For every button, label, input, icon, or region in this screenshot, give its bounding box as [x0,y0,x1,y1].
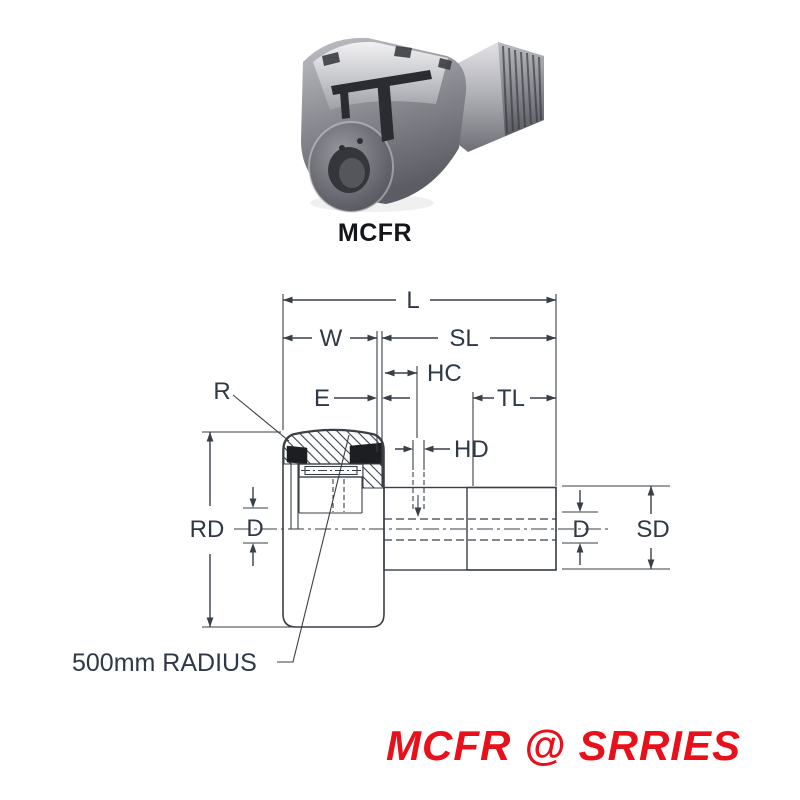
dim-label-d-left: D [246,515,263,542]
dim-e-arrow-left [367,394,377,402]
dim-dleft-arrow-top [249,498,257,508]
dim-hc-arrow-left [385,369,395,377]
dim-label-hc: HC [427,360,462,387]
dim-label-tl: TL [497,385,525,412]
technical-drawing: L W SL HC E TL HD R RD D D SD 500mm RADI… [72,287,670,677]
top-notch-3 [438,58,452,70]
stud-thread [466,486,557,571]
dim-hc-arrow-right [407,369,417,377]
dim-label-sd: SD [636,516,669,543]
dim-label-hd: HD [454,436,489,463]
inner-ring-section-hatch [362,463,384,489]
dim-sd-arrow-bottom [647,559,655,569]
dim-label-l: L [406,287,419,314]
dim-hd-arrow-right [424,445,434,453]
dim-w-arrow-left [283,334,293,342]
leader-radius [277,434,350,663]
rivet-1 [339,145,345,151]
thread-ridges [502,45,542,134]
rivet-2 [357,138,363,144]
dim-label-d-right: D [572,516,589,543]
dim-label-rd: RD [190,516,225,543]
dim-dright-arrow-bottom [576,543,584,553]
dim-l-arrow-left [283,296,293,304]
dim-l-arrow-right [546,296,556,304]
dim-rd-arrow-bottom [206,617,214,627]
top-notch-1 [322,52,340,66]
series-title: MCFR @ SRRIES [386,722,741,769]
dim-label-r: R [213,378,230,405]
product-photo [301,37,544,213]
seal-left [286,445,308,465]
leader-r [232,394,290,442]
top-notch-2 [394,46,412,58]
dim-w-arrow-right [367,334,377,342]
roller-front-rim-3d [308,121,394,213]
dim-tl-arrow-right [546,394,556,402]
dim-sl-arrow-right [546,334,556,342]
dim-sl-arrow-left [382,334,392,342]
cut-groove-stub [340,91,350,119]
dim-dleft-arrow-bottom [249,543,257,553]
dim-rd-arrow-top [206,432,214,442]
dim-hd-arrow-left [403,445,413,453]
radius-annotation: 500mm RADIUS [72,649,257,677]
dim-dright-arrow-top [576,502,584,512]
product-caption: MCFR [337,219,413,247]
dim-label-w: W [320,325,343,352]
dim-label-sl: SL [449,325,478,352]
grease-flow-arrow [414,507,422,517]
dim-sd-arrow-top [647,486,655,496]
cut-groove-vertical [377,77,394,142]
dim-tl-arrow-left [473,394,483,402]
dim-label-e: E [314,385,330,412]
bore-inner-3d [339,158,365,188]
dim-e-arrow-right [382,394,392,402]
